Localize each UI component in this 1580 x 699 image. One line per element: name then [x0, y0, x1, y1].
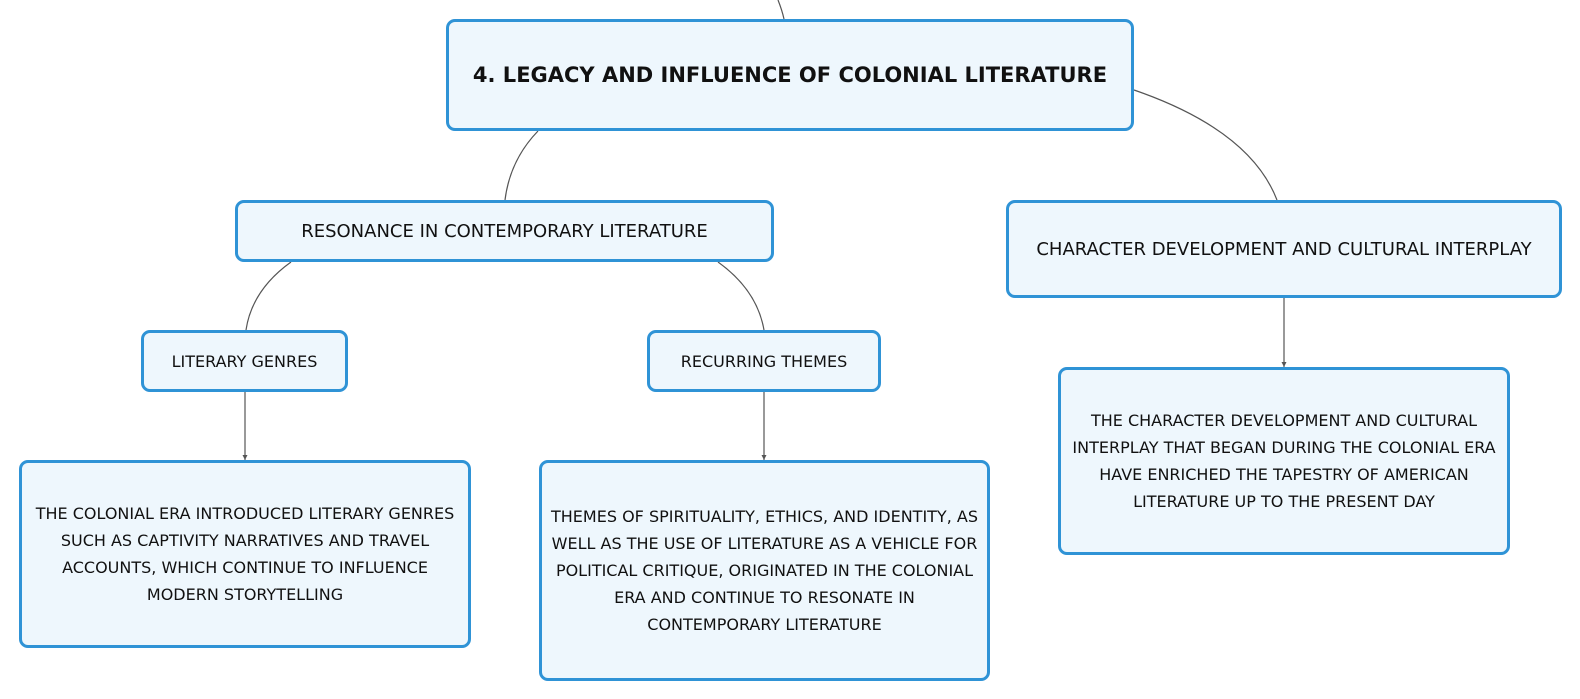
detail-node-literary-genres[interactable]: The colonial era introduced literary gen… [19, 460, 471, 648]
arrowhead-themes-detail [761, 455, 767, 460]
subtopic-label-recurring-themes: Recurring Themes [680, 351, 848, 371]
connector-parent-to-root [777, 0, 785, 20]
detail-text-literary-genres: The colonial era introduced literary gen… [35, 504, 455, 604]
subtopic-node-recurring-themes[interactable]: Recurring Themes [647, 330, 881, 392]
detail-node-character-development[interactable]: The character development and cultural i… [1058, 367, 1510, 555]
topic-node-resonance[interactable]: Resonance in Contemporary Literature [235, 200, 774, 262]
topic-node-character-development[interactable]: Character Development and Cultural Inter… [1006, 200, 1562, 298]
connector-root-to-resonance [504, 130, 539, 201]
connector-resonance-to-themes [717, 261, 765, 331]
arrowhead-genres-detail [242, 455, 248, 460]
connector-resonance-to-genres [245, 261, 292, 331]
detail-node-recurring-themes[interactable]: Themes of spirituality, ethics, and iden… [539, 460, 990, 681]
detail-text-character-development: The character development and cultural i… [1072, 411, 1496, 511]
detail-text-recurring-themes: Themes of spirituality, ethics, and iden… [551, 507, 978, 634]
arrowhead-character-detail [1281, 362, 1287, 367]
root-topic-label: 4. Legacy and Influence of Colonial Lite… [472, 63, 1108, 87]
connector-root-to-character [1133, 89, 1278, 201]
subtopic-label-literary-genres: Literary Genres [171, 351, 318, 371]
topic-label-resonance: Resonance in Contemporary Literature [301, 220, 708, 242]
subtopic-node-literary-genres[interactable]: Literary Genres [141, 330, 348, 392]
root-topic-node[interactable]: 4. Legacy and Influence of Colonial Lite… [446, 19, 1134, 131]
topic-label-character-development: Character Development and Cultural Inter… [1036, 238, 1532, 260]
